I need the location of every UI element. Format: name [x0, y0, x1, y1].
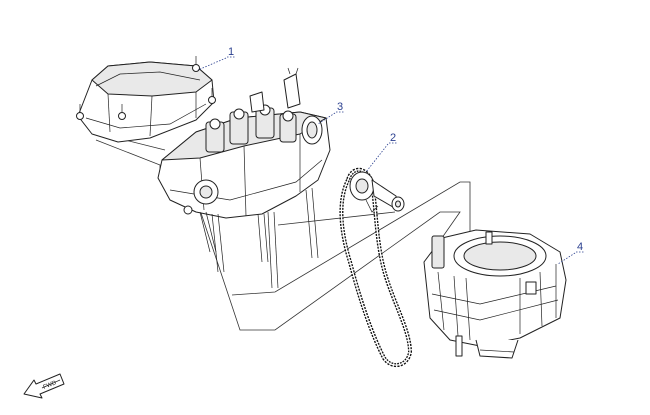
callout-3-label: 3 — [337, 101, 343, 113]
callout-2-label: 2 — [390, 132, 396, 144]
cylinder-head-cover — [76, 56, 216, 143]
cylinder-head — [157, 67, 331, 289]
callout-2: 2 — [365, 132, 398, 173]
direction-arrow-icon: FWD — [23, 373, 65, 399]
callout-4-label: 4 — [577, 241, 583, 253]
callout-1: 1 — [197, 46, 236, 71]
cylinder-block — [423, 229, 567, 359]
callout-1-label: 1 — [228, 46, 234, 58]
cam-sprocket-shaft — [349, 171, 405, 213]
callout-4: 4 — [557, 241, 585, 265]
callout-3: 3 — [317, 101, 345, 125]
direction-arrow-label: FWD — [43, 380, 59, 391]
